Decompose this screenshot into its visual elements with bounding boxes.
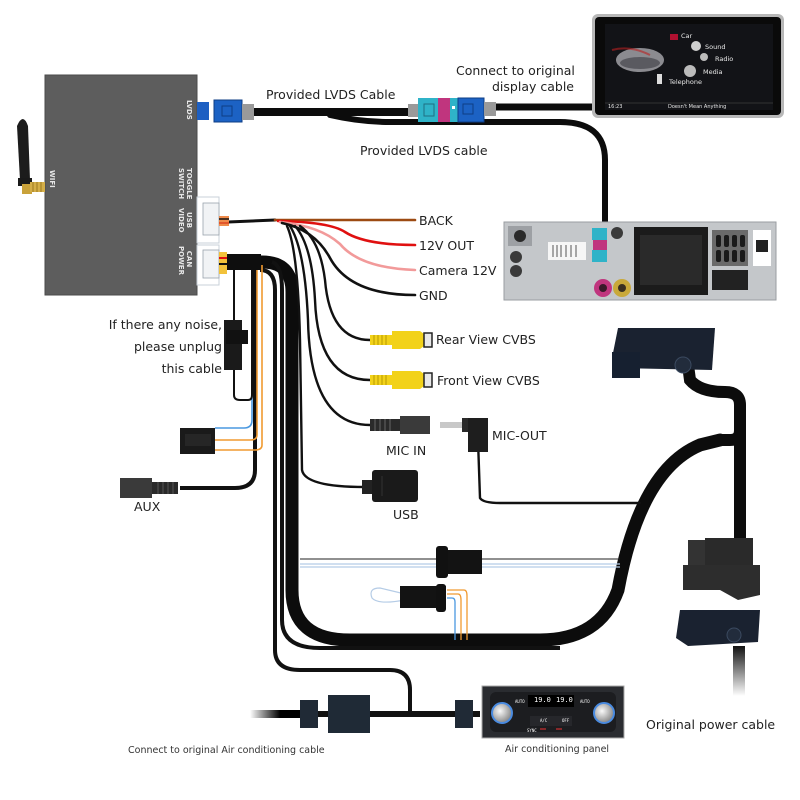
car-display-screen [592, 14, 784, 118]
port-label-can-power: CAN POWER [177, 246, 193, 275]
mic-out-plug [440, 418, 488, 452]
usb-port-connector [362, 470, 418, 502]
label-connect-original-ac-cable: Connect to original Air conditioning cab… [128, 745, 325, 756]
label-ac-panel: Air conditioning panel [505, 744, 610, 755]
power-connector-top [612, 328, 715, 378]
screen-menu-car: Car [681, 32, 693, 40]
inline-connector-upper [436, 546, 482, 578]
wifi-antenna-icon [17, 119, 45, 194]
screen-menu-telephone: Telephone [669, 78, 703, 86]
usb-video-plug [202, 202, 229, 236]
label-camera-12v: Camera 12V [419, 263, 497, 278]
screen-menu-radio: Radio [715, 55, 734, 63]
port-label-lvds: LVDS [185, 100, 193, 120]
port-label-wifi: WIFI [48, 170, 56, 188]
label-noise-line2: please unplug [133, 339, 222, 354]
rca-front-view-connector [370, 371, 433, 389]
screen-now-playing: Doesn't Mean Anything [668, 104, 727, 110]
label-original-power-cable: Original power cable [646, 717, 776, 732]
aux-jack [120, 478, 178, 498]
label-mic-in: MIC IN [386, 443, 427, 458]
ac-cable-and-connectors [250, 695, 480, 733]
lvds-connector-display-side [457, 97, 496, 123]
label-connect-original-display-line1: Connect to original [456, 63, 575, 78]
interface-box [44, 74, 220, 296]
ac-panel [481, 685, 625, 739]
port-label-toggle-switch: TOGGLE SWITCH [177, 168, 193, 200]
inline-connector-lower [400, 584, 446, 612]
head-unit-rear-panel [503, 221, 777, 301]
ac-right-temp: 19.0 [556, 696, 573, 704]
can-power-plug [202, 249, 261, 279]
label-provided-lvds-cable-top: Provided LVDS Cable [266, 87, 396, 102]
av-cables [226, 218, 642, 505]
can-small-connector [180, 428, 215, 454]
mic-in-jack [370, 416, 430, 434]
label-aux: AUX [134, 499, 161, 514]
ac-off-button: OFF [562, 718, 570, 723]
ac-sync-button: SYNC [527, 728, 537, 733]
can-harness-wires [180, 260, 560, 715]
label-front-view-cvbs: Front View CVBS [437, 373, 540, 388]
ac-ac-button: A/C [540, 718, 548, 723]
label-mic-out: MIC-OUT [492, 428, 547, 443]
port-label-usb-video: USB VIDEO [177, 208, 193, 233]
ac-left-temp: 19.0 [534, 696, 551, 704]
screen-time: 16:23 [608, 104, 623, 110]
label-connect-original-display-line2: display cable [492, 79, 574, 94]
noise-connector [224, 320, 248, 370]
lvds-cables [248, 103, 608, 231]
main-harness-cable [215, 255, 746, 647]
label-12v-out: 12V OUT [419, 238, 475, 253]
label-noise-line1: If there any noise, [108, 317, 222, 332]
label-rear-view-cvbs: Rear View CVBS [436, 332, 536, 347]
label-back: BACK [419, 213, 453, 228]
power-connector-bottom [676, 610, 760, 696]
label-usb: USB [393, 507, 419, 522]
noise-loop-wire [233, 270, 253, 401]
ac-auto-right: AUTO [580, 699, 590, 704]
rca-rear-view-connector [370, 331, 433, 349]
label-provided-lvds-cable-bottom: Provided LVDS cable [360, 143, 488, 158]
label-noise-note: If there any noise, please unplug this c… [100, 314, 222, 380]
lvds-fakra-connector-middle [408, 98, 458, 122]
ac-auto-left: AUTO [515, 699, 525, 704]
label-noise-line3: this cable [161, 361, 222, 376]
screen-menu-sound: Sound [705, 43, 726, 51]
label-gnd: GND [419, 288, 448, 303]
power-plug-middle [683, 538, 760, 600]
lvds-connector-box-side [197, 99, 254, 123]
label-connect-original-display: Connect to original display cable [456, 63, 575, 95]
can-signal-wires [215, 265, 263, 451]
screen-menu-media: Media [703, 68, 723, 76]
